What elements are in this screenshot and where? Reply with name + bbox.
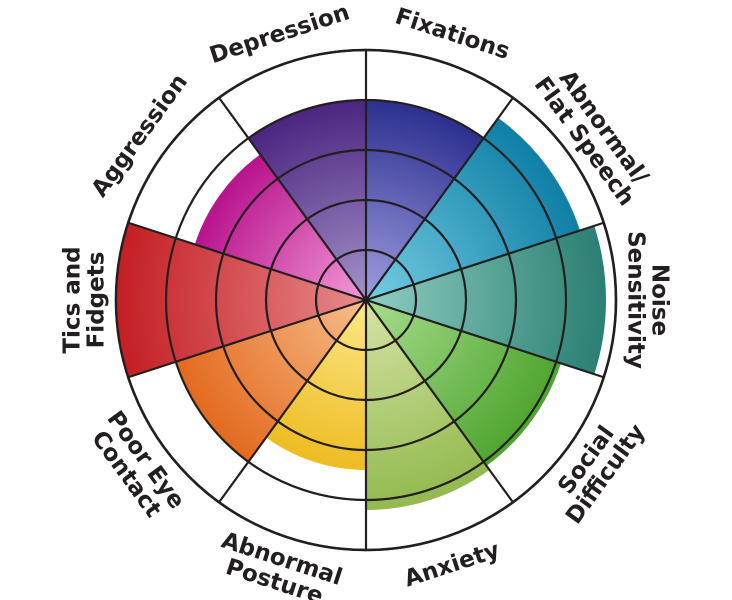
wedge-abnormal-flat-speech xyxy=(366,117,580,300)
spoke-10 xyxy=(218,97,367,301)
label-tics-and-fidgets-line-2: Fidgets xyxy=(84,252,110,349)
wedge-noise-sensitivity xyxy=(366,225,606,375)
wedge-tics-and-fidgets xyxy=(116,222,367,378)
spoke-4 xyxy=(365,298,605,379)
label-noise-sensitivity-line-1: Noise xyxy=(647,264,673,336)
spoke-3 xyxy=(365,221,605,302)
label-noise-sensitivity-line-2: Sensitivity xyxy=(623,231,649,369)
spoke-8 xyxy=(127,298,367,379)
wheel-wedges xyxy=(116,100,606,510)
wedge-social-difficulty xyxy=(366,300,561,466)
spoke-7 xyxy=(218,299,367,503)
wedge-anxiety xyxy=(366,300,490,510)
spoke-2 xyxy=(365,97,514,301)
wheel-spokes xyxy=(127,50,605,550)
wedge-fixations xyxy=(366,100,484,300)
spoke-5 xyxy=(365,299,514,503)
wedge-poor-eye-contact xyxy=(175,300,366,462)
label-tics-and-fidgets-line-1: Tics and xyxy=(60,246,86,353)
spoke-9 xyxy=(127,221,367,302)
wedge-aggression xyxy=(194,154,366,300)
wedge-depression xyxy=(248,100,366,300)
